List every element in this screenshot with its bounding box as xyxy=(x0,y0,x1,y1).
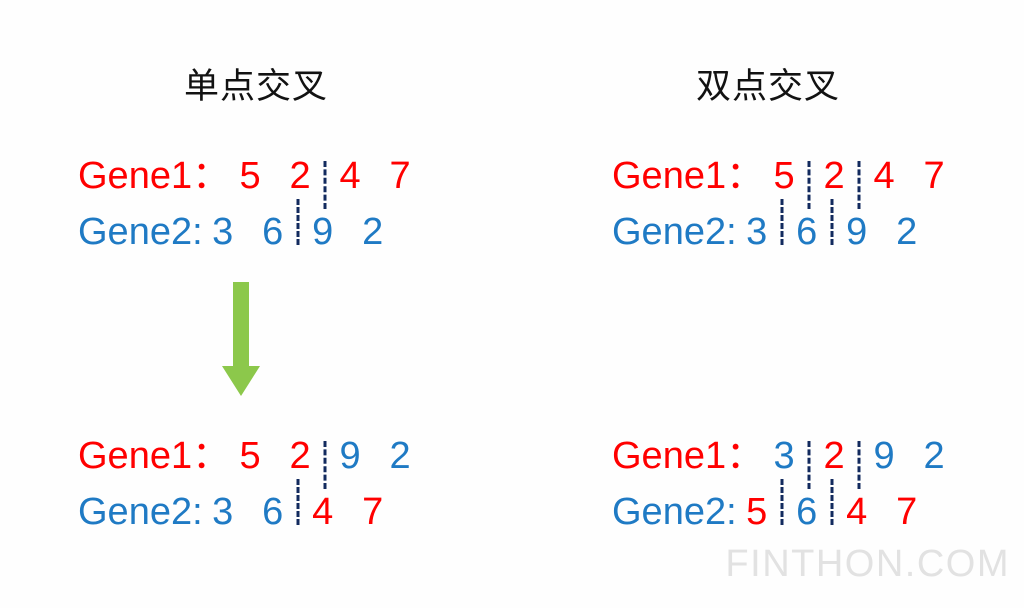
gene-gap xyxy=(904,157,914,195)
gene-cell: 2 xyxy=(389,435,411,477)
gene-cell: 6 xyxy=(796,211,818,253)
gene-gap xyxy=(877,493,887,531)
gene-cell: 3 xyxy=(212,491,234,533)
crossover-cut-line xyxy=(293,213,303,251)
gene-cell: 4 xyxy=(339,155,361,197)
gene-cell: 3 xyxy=(746,211,768,253)
gene-cell: 4 xyxy=(873,155,895,197)
gene-cell: 7 xyxy=(362,491,384,533)
gene-label: Gene2: xyxy=(78,211,203,253)
gene-label: Gene1： xyxy=(78,155,231,197)
crossover-cut-line xyxy=(854,157,864,195)
gene-gap xyxy=(370,157,380,195)
gene-cell: 2 xyxy=(923,435,945,477)
gene-cell: 2 xyxy=(362,211,384,253)
gene-gap xyxy=(877,213,887,251)
gene-label: Gene2: xyxy=(78,491,203,533)
gene-label: Gene1： xyxy=(612,435,765,477)
down-arrow-icon xyxy=(222,282,260,396)
gene-cell: 9 xyxy=(312,211,334,253)
gene-cell: 3 xyxy=(773,435,795,477)
crossover-cut-line xyxy=(854,437,864,475)
gene-cell: 4 xyxy=(846,491,868,533)
gene-cell: 9 xyxy=(339,435,361,477)
crossover-cut-line xyxy=(293,493,303,531)
gene-cell: 9 xyxy=(846,211,868,253)
crossover-cut-line xyxy=(777,493,787,531)
gene-cell: 4 xyxy=(312,491,334,533)
gene-cell: 7 xyxy=(896,491,918,533)
gene-cell: 7 xyxy=(389,155,411,197)
gene-cell: 9 xyxy=(873,435,895,477)
gene-gap xyxy=(243,493,253,531)
gene-label: Gene2: xyxy=(612,491,737,533)
gene-cell: 6 xyxy=(262,491,284,533)
gene-cell: 2 xyxy=(289,155,311,197)
gene-cell: 6 xyxy=(796,491,818,533)
gene-cell: 7 xyxy=(923,155,945,197)
gene-cell: 3 xyxy=(212,211,234,253)
gene-cell: 6 xyxy=(262,211,284,253)
gene-gap xyxy=(243,213,253,251)
crossover-cut-line xyxy=(804,157,814,195)
gene-label: Gene1： xyxy=(78,435,231,477)
gene-gap xyxy=(343,493,353,531)
gene-label: Gene2: xyxy=(612,211,737,253)
crossover-cut-line xyxy=(320,157,330,195)
gene-cell: 5 xyxy=(746,491,768,533)
gene-gap xyxy=(270,437,280,475)
gene-cell: 5 xyxy=(773,155,795,197)
crossover-cut-line xyxy=(804,437,814,475)
gene-label: Gene1： xyxy=(612,155,765,197)
panel-title: 双点交叉 xyxy=(695,67,840,107)
gene-cell: 2 xyxy=(896,211,918,253)
gene-cell: 5 xyxy=(239,155,261,197)
watermark: FINTHON.COM xyxy=(725,543,1010,585)
gene-gap xyxy=(370,437,380,475)
gene-cell: 2 xyxy=(289,435,311,477)
crossover-cut-line xyxy=(827,213,837,251)
gene-cell: 5 xyxy=(239,435,261,477)
crossover-cut-line xyxy=(320,437,330,475)
gene-cell: 2 xyxy=(823,435,845,477)
crossover-cut-line xyxy=(777,213,787,251)
gene-gap xyxy=(343,213,353,251)
gene-gap xyxy=(270,157,280,195)
gene-gap xyxy=(904,437,914,475)
crossover-cut-line xyxy=(827,493,837,531)
panel-title: 单点交叉 xyxy=(183,67,328,107)
gene-cell: 2 xyxy=(823,155,845,197)
